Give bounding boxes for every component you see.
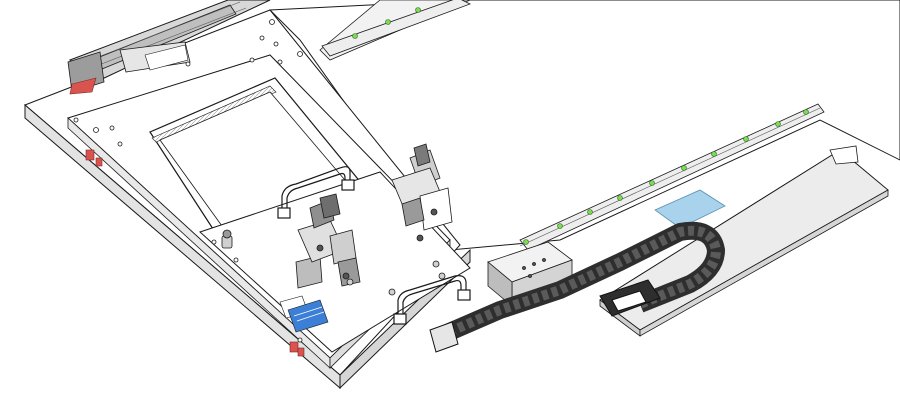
fasteners <box>221 229 446 296</box>
gripper-assembly-right <box>391 143 453 242</box>
window-frame <box>149 77 364 233</box>
linear-actuator <box>67 0 271 95</box>
mount-holes <box>73 19 303 343</box>
handle-left <box>277 166 355 219</box>
nameplate <box>279 295 329 333</box>
cable-chain <box>429 221 725 353</box>
rail-markers <box>352 7 809 245</box>
gripper-assembly-left <box>295 193 361 289</box>
handle-right <box>393 275 471 325</box>
sensor-window <box>654 189 726 229</box>
edge-accents <box>85 149 305 357</box>
